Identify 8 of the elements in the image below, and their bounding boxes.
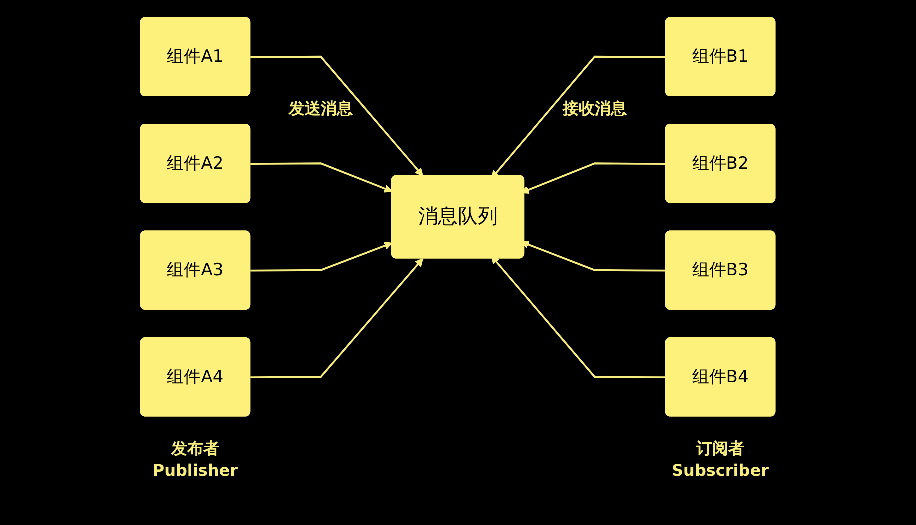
- arrow: [250, 242, 393, 272]
- arrow: [250, 56, 424, 177]
- flow-label: 接收消息: [562, 98, 627, 120]
- role-label: 发布者 Publisher: [152, 438, 240, 482]
- arrow: [250, 162, 393, 193]
- arrow: [250, 258, 424, 379]
- flow-label: 发送消息: [288, 98, 353, 120]
- role-label: 订阅者 Subscriber: [671, 438, 770, 482]
